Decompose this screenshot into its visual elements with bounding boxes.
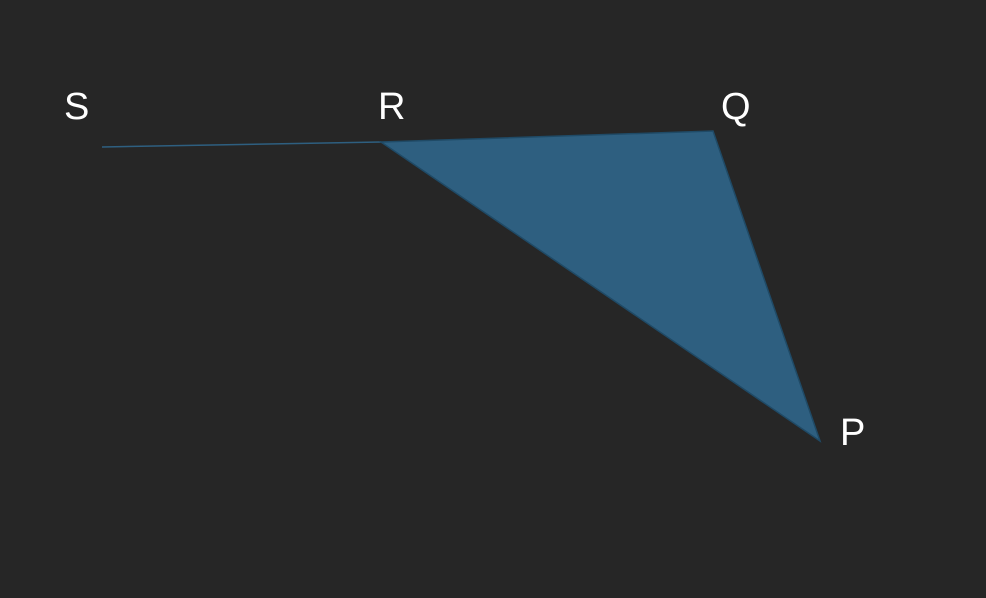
label-r: R	[378, 86, 405, 128]
triangle-rqp	[378, 130, 822, 443]
label-q: Q	[721, 86, 751, 128]
label-p: P	[840, 412, 865, 454]
segment-sr	[101, 141, 382, 148]
label-s: S	[64, 86, 89, 128]
